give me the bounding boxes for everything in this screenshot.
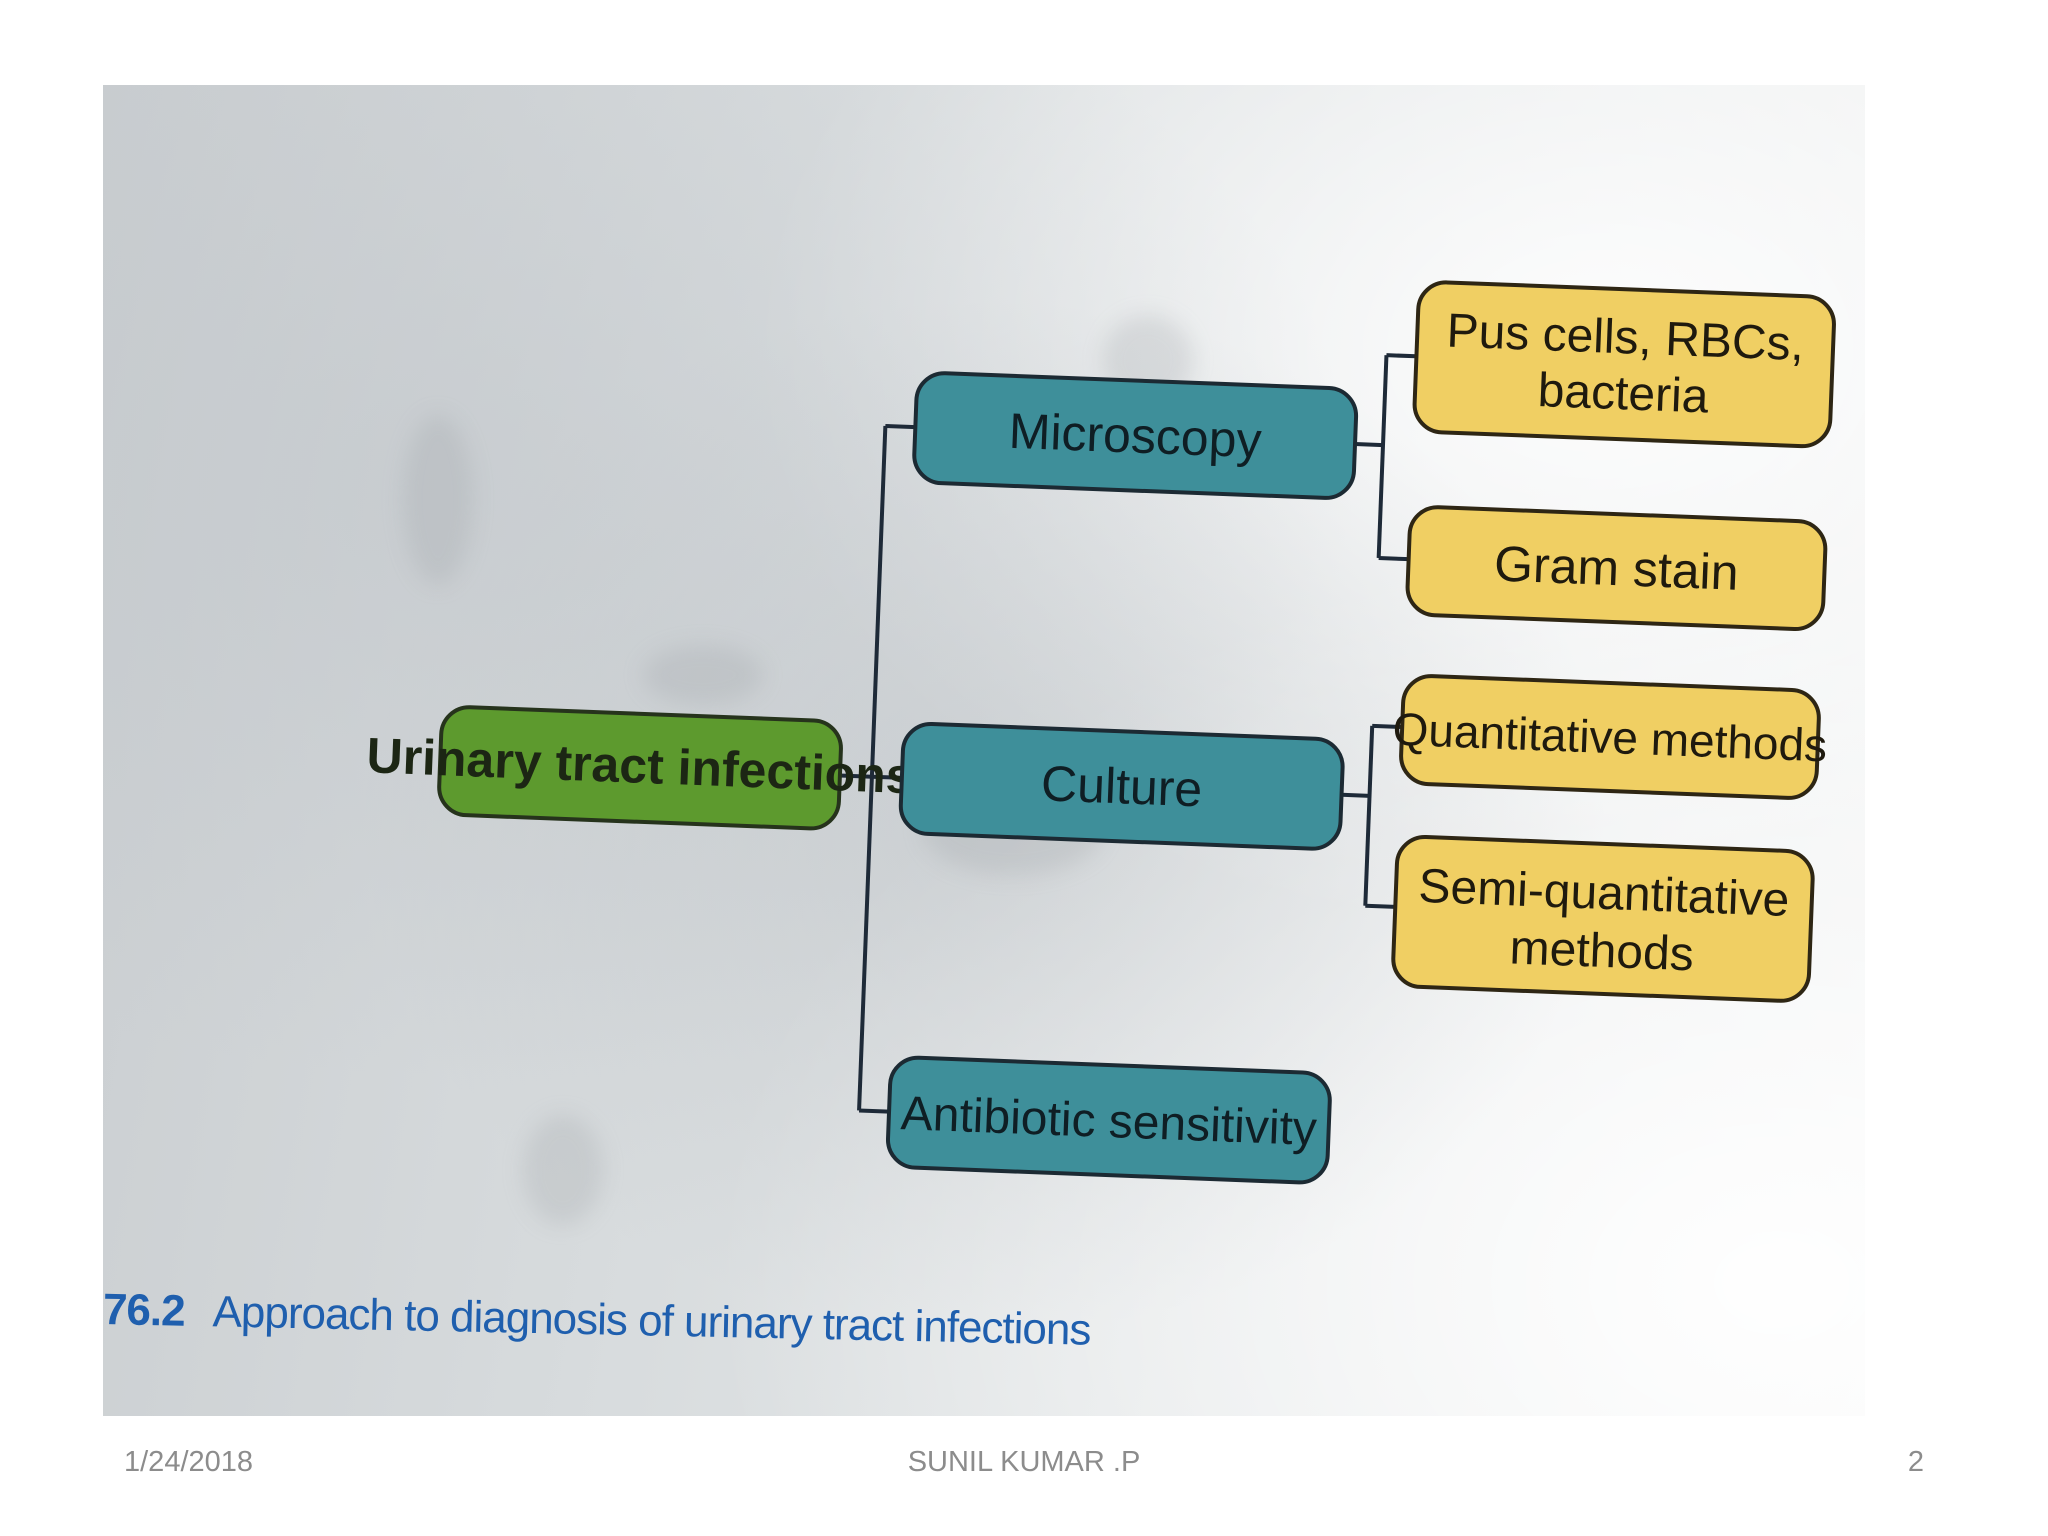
leaf-semi-quantitative-line-2: methods xyxy=(1509,921,1695,981)
root-node-box xyxy=(437,705,843,831)
branch-antibiotic-sensitivity: Antibiotic sensitivity xyxy=(885,1055,1332,1185)
branch-microscopy-box xyxy=(912,371,1359,500)
footer-date: 1/24/2018 xyxy=(124,1446,254,1478)
photo-blotch xyxy=(643,645,763,705)
child-connector-pus xyxy=(1386,353,1417,359)
leaf-semi-quantitative-methods: Semi-quantitative methods xyxy=(1391,835,1815,1003)
leaf-quantitative-box xyxy=(1399,674,1821,800)
branch-antibiotic-box xyxy=(885,1055,1332,1185)
microscopy-split-connector xyxy=(1376,355,1389,559)
branch-culture: Culture xyxy=(898,721,1345,851)
branch-culture-label: Culture xyxy=(1040,755,1203,817)
branch-connector-antibiotic xyxy=(858,1108,890,1114)
leaf-gram-stain-box xyxy=(1405,505,1828,632)
leaf-quantitative-methods: Quantitative methods xyxy=(1392,674,1828,800)
connector-lines xyxy=(839,353,1417,1114)
photo-blotch xyxy=(523,1115,603,1225)
footer-author: SUNIL KUMAR .P xyxy=(907,1446,1141,1478)
root-node: Urinary tract infections xyxy=(366,705,915,831)
child-connector-gram xyxy=(1378,556,1409,562)
child-connector-semi xyxy=(1365,903,1396,909)
branch-microscopy: Microscopy xyxy=(912,371,1359,500)
leaf-gram-stain: Gram stain xyxy=(1405,505,1828,632)
slide-photo: Urinary tract infections Microscopy Cult… xyxy=(103,85,1865,1416)
branch-connector-microscopy xyxy=(885,423,916,430)
culture-split-connector xyxy=(1363,725,1375,906)
branch-connector-culture xyxy=(871,774,902,780)
culture-out-connector xyxy=(1341,792,1370,798)
figure-number: 76.2 xyxy=(103,1285,186,1336)
child-connector-quantitative xyxy=(1372,723,1403,730)
photo-blotch xyxy=(403,415,473,585)
microscopy-out-connector xyxy=(1354,442,1384,448)
branch-microscopy-label: Microscopy xyxy=(1008,403,1263,469)
leaf-pus-cells-box xyxy=(1412,280,1836,449)
leaf-gram-stain-label: Gram stain xyxy=(1493,535,1739,600)
leaf-pus-cells: Pus cells, RBCs, bacteria xyxy=(1412,280,1836,449)
root-connector xyxy=(839,773,872,779)
leaf-pus-cells-line-2: bacteria xyxy=(1537,364,1710,424)
trunk-connector xyxy=(857,425,888,1111)
branch-culture-box xyxy=(898,721,1345,851)
leaf-semi-quantitative-box xyxy=(1391,835,1815,1003)
diagram: Urinary tract infections Microscopy Cult… xyxy=(366,280,1836,1185)
footer-page-number: 2 xyxy=(1907,1446,1924,1478)
